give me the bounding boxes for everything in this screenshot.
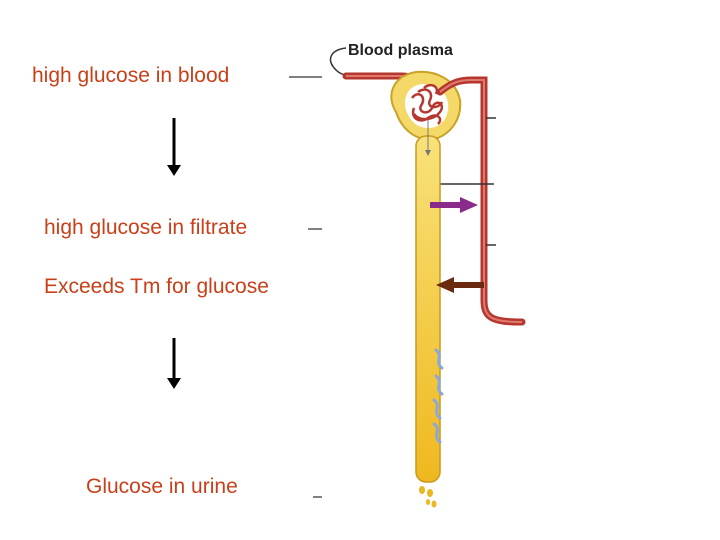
label-glucose-in-urine: Glucose in urine bbox=[86, 475, 238, 498]
flow-arrow-1 bbox=[167, 118, 181, 176]
secretion-arrow bbox=[430, 197, 478, 213]
flow-arrow-2 bbox=[167, 338, 181, 389]
reabsorption-arrow bbox=[436, 277, 484, 293]
nerve-fibers bbox=[432, 348, 444, 444]
label-high-glucose-in-blood: high glucose in blood bbox=[32, 64, 230, 87]
urine-drops bbox=[419, 486, 437, 508]
label-high-glucose-in-filtrate: high glucose in filtrate bbox=[44, 216, 248, 239]
figure-title-blood-plasma: Blood plasma bbox=[348, 42, 453, 59]
label-exceeds-tm-for-glucose: Exceeds Tm for glucose bbox=[44, 275, 269, 298]
